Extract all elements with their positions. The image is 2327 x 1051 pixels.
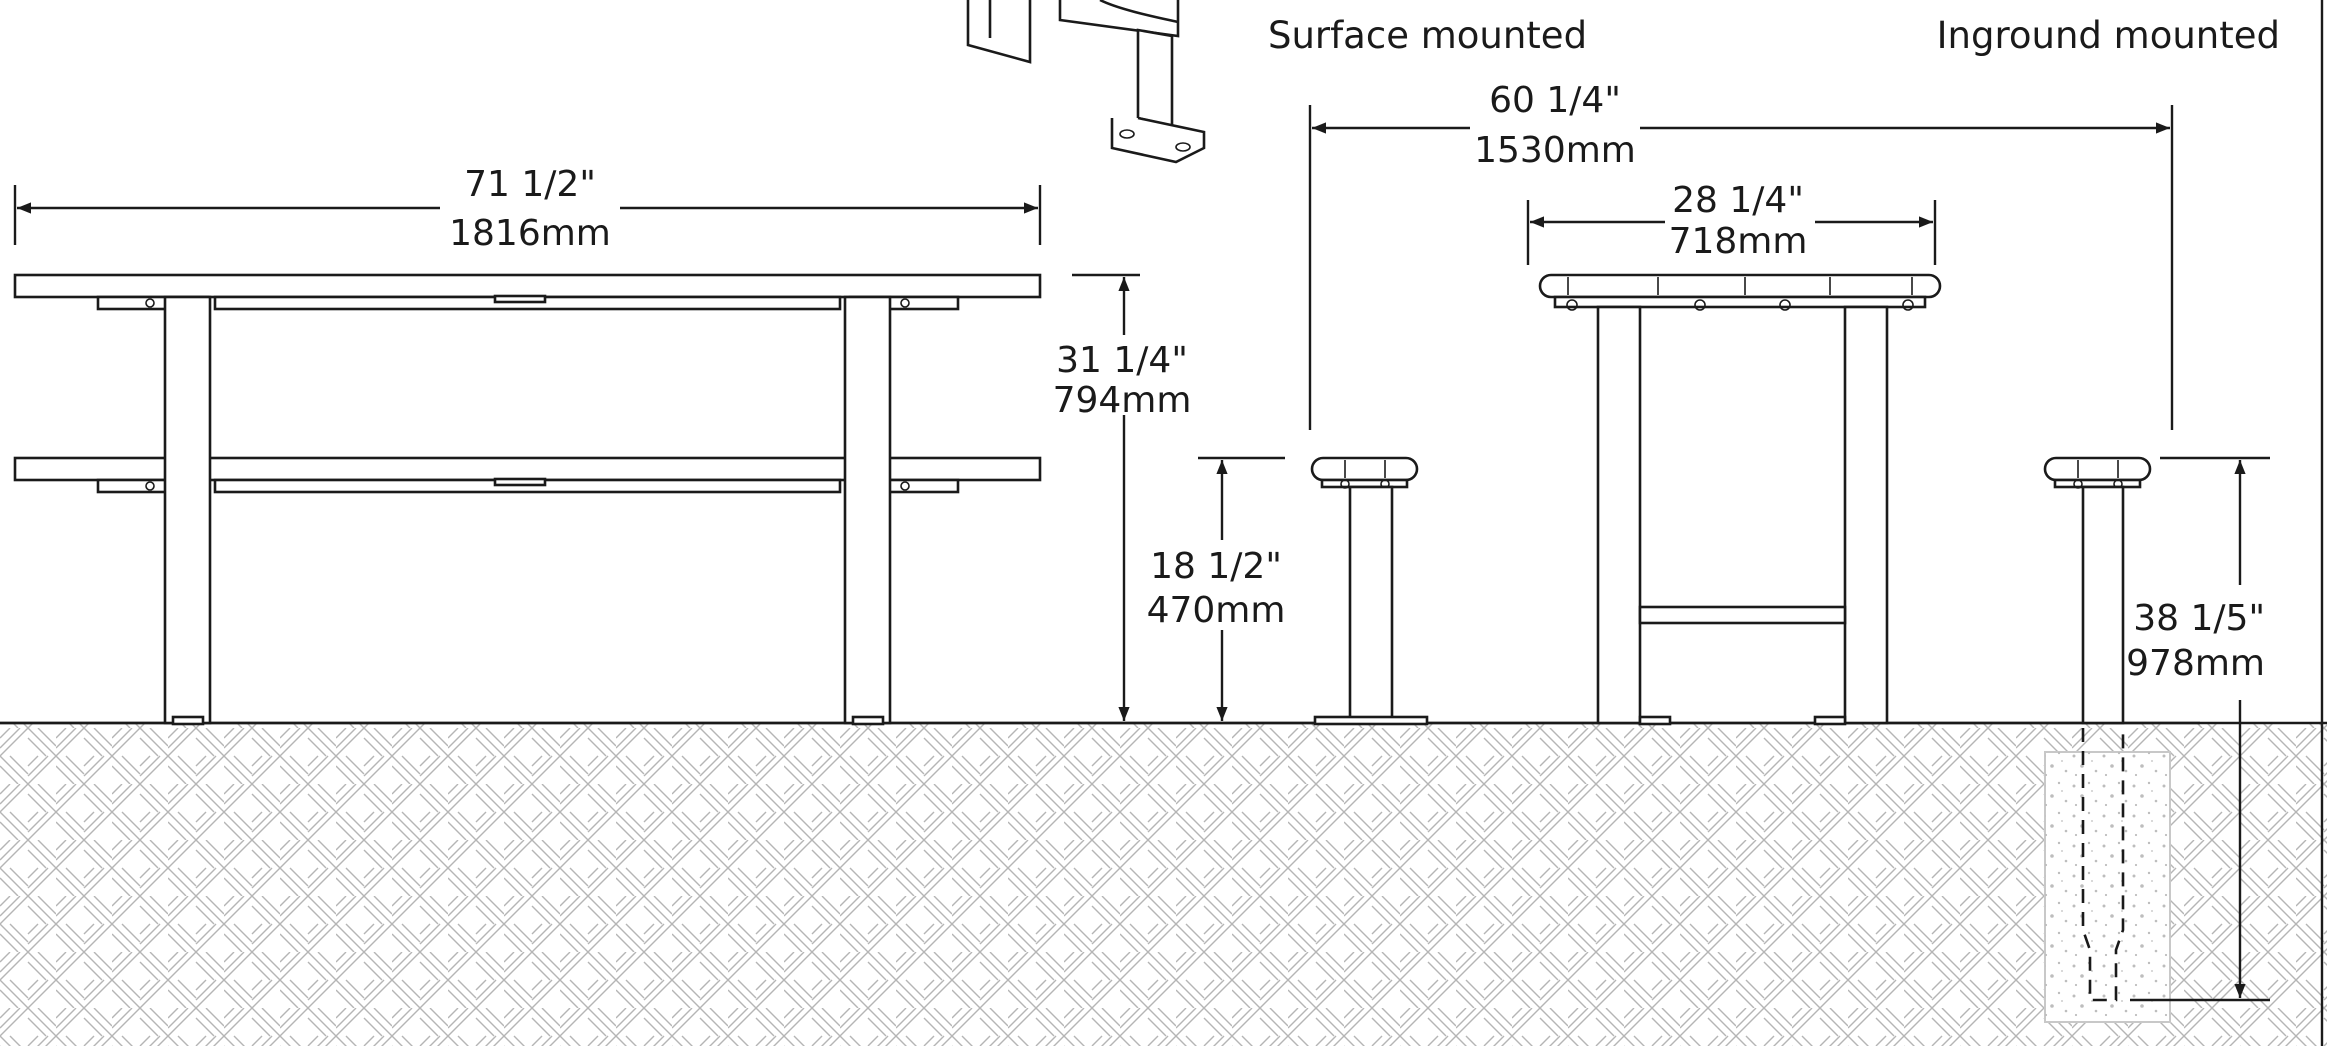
surface-mounted-label: Surface mounted (1268, 14, 1587, 57)
overall-width-mm: 1530mm (1474, 130, 1636, 171)
table-length-mm: 1816mm (449, 213, 611, 254)
seat-height-in: 18 1/2" (1150, 546, 1282, 587)
seat-inground-mounted (2043, 456, 2152, 1002)
overall-width-in: 60 1/4" (1489, 80, 1621, 121)
table-height-mm: 794mm (1053, 380, 1192, 421)
seat-surface-mounted (1310, 456, 1429, 726)
end-elevation (1310, 273, 2152, 1002)
isometric-detail (966, 0, 1206, 164)
table-length-in: 71 1/2" (464, 164, 596, 205)
ground-hatch (0, 723, 2327, 1046)
table-height-in: 31 1/4" (1056, 340, 1188, 381)
post-left (163, 295, 212, 725)
dimension-lines (13, 105, 2270, 1002)
buried-post (2081, 728, 2125, 1002)
table-leg-end-left (1596, 305, 1642, 725)
side-elevation (13, 273, 1042, 726)
inground-depth-mm: 978mm (2126, 643, 2265, 684)
inground-mounted-label: Inground mounted (1937, 14, 2280, 57)
seat-height-mm: 470mm (1147, 590, 1286, 631)
table-leg-end-right (1843, 305, 1889, 725)
inground-depth-in: 38 1/5" (2133, 598, 2265, 639)
leg-crossbar (1638, 605, 1847, 625)
table-top-end (1538, 273, 1942, 311)
top-width-in: 28 1/4" (1672, 180, 1804, 221)
top-width-mm: 718mm (1669, 221, 1808, 262)
post-right (843, 295, 892, 725)
table-top-side (13, 273, 1042, 299)
